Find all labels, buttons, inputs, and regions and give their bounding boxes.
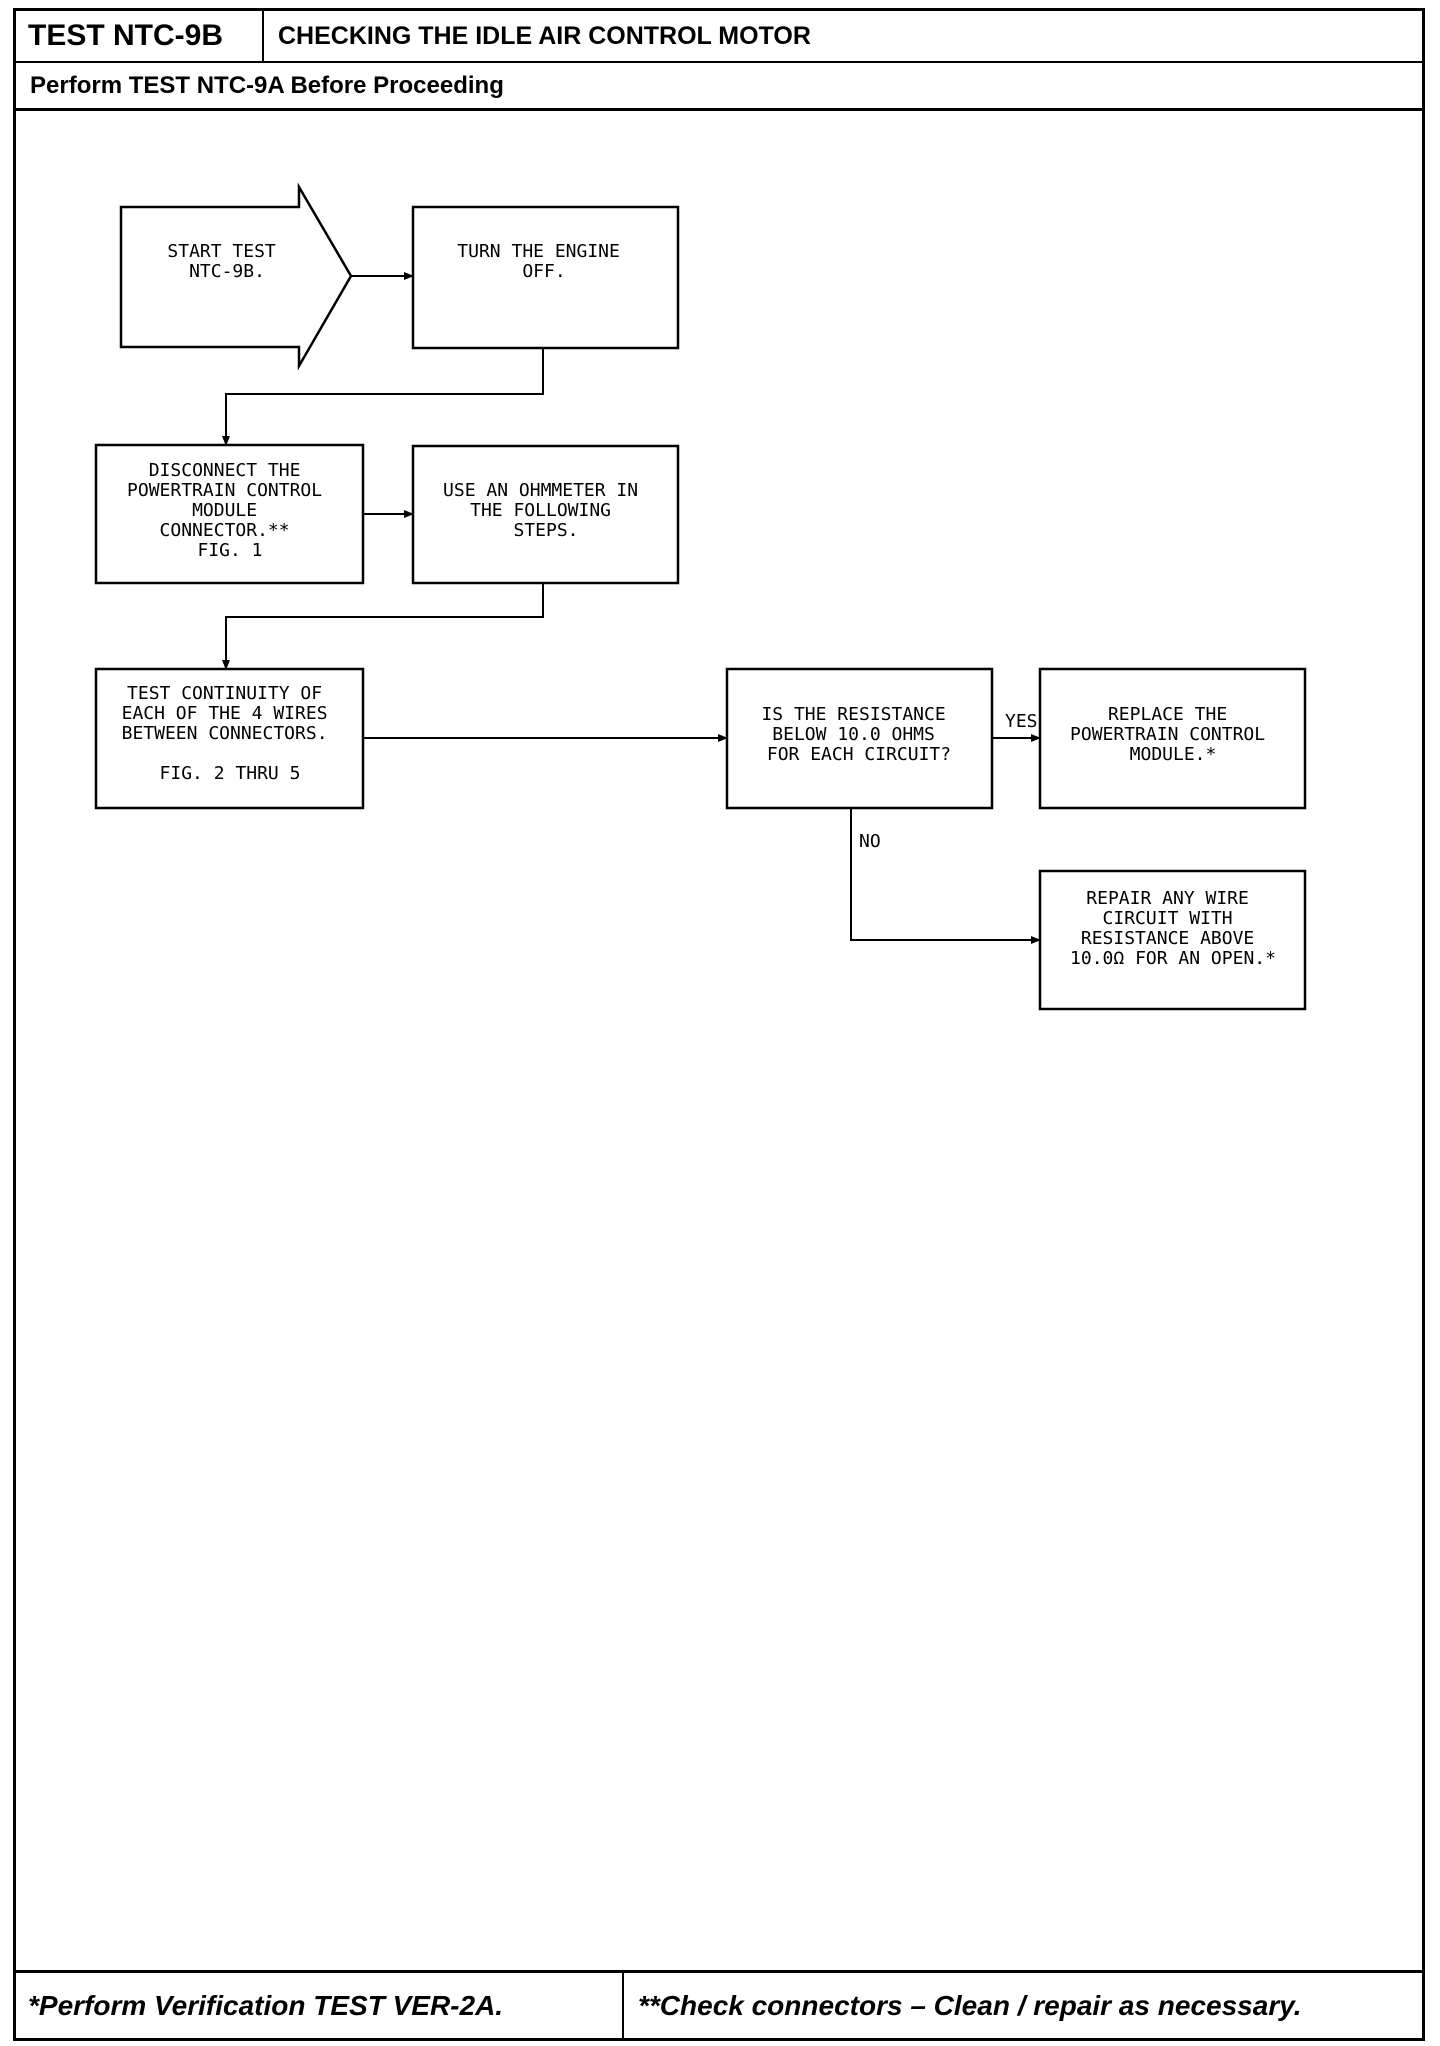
step-line: DISCONNECT THE	[149, 460, 301, 481]
footer-bar: *Perform Verification TEST VER-2A. **Che…	[16, 1970, 1422, 2038]
result-line: CIRCUIT WITH	[1103, 908, 1233, 929]
step-continuity-label: TEST CONTINUITY OF EACH OF THE 4 WIRES B…	[122, 683, 339, 784]
step-line: TURN THE ENGINE	[457, 241, 620, 262]
start-line: NTC-9B.	[189, 261, 265, 282]
step-line: CONNECTOR.**	[160, 520, 290, 541]
step-line: TEST CONTINUITY OF	[127, 683, 322, 704]
decision-line: FOR EACH CIRCUIT?	[767, 744, 951, 765]
step-ohmmeter-label: USE AN OHMMETER IN THE FOLLOWING STEPS.	[443, 480, 649, 541]
start-label: START TEST NTC-9B.	[167, 241, 286, 282]
step-engine-off-label: TURN THE ENGINE OFF.	[457, 241, 630, 282]
step-line: OFF.	[522, 261, 565, 282]
result-line: MODULE.*	[1130, 744, 1217, 765]
decision-line: IS THE RESISTANCE	[761, 704, 945, 725]
start-line: START TEST	[167, 241, 276, 262]
result-line: 10.0Ω FOR AN OPEN.*	[1070, 948, 1276, 969]
start-arrow-shape	[119, 182, 353, 371]
step-line: BETWEEN CONNECTORS.	[122, 723, 328, 744]
header-bar: TEST NTC-9B CHECKING THE IDLE AIR CONTRO…	[16, 11, 1422, 63]
footer-note-connectors: **Check connectors – Clean / repair as n…	[638, 1990, 1302, 2021]
step-disconnect-label: DISCONNECT THE POWERTRAIN CONTROL MODULE…	[127, 460, 333, 561]
connector-ohmmeter-to-continuity	[222, 583, 544, 670]
result-line: REPLACE THE	[1108, 704, 1227, 725]
test-id: TEST NTC-9B	[16, 11, 264, 61]
yes-label: YES	[1005, 711, 1038, 732]
result-line: RESISTANCE ABOVE	[1081, 928, 1254, 949]
step-line: FIG. 2 THRU 5	[160, 763, 301, 784]
step-line: MODULE	[192, 500, 257, 521]
step-line: STEPS.	[513, 520, 578, 541]
page-title: CHECKING THE IDLE AIR CONTROL MOTOR	[278, 22, 811, 50]
connector-no	[850, 808, 1041, 944]
step-line: EACH OF THE 4 WIRES	[122, 703, 328, 724]
no-result-label: REPAIR ANY WIRE CIRCUIT WITH RESISTANCE …	[1070, 888, 1276, 969]
flowchart: START TEST NTC-9B. TURN THE ENGINE OFF. …	[94, 182, 1307, 1011]
result-line: REPAIR ANY WIRE	[1086, 888, 1249, 909]
prerequisite-note: Perform TEST NTC-9A Before Proceeding	[16, 63, 1422, 111]
step-line: FIG. 1	[197, 540, 262, 561]
footer-note-verification: *Perform Verification TEST VER-2A.	[16, 1973, 624, 2038]
decision-label: IS THE RESISTANCE BELOW 10.0 OHMS FOR EA…	[761, 704, 956, 765]
step-line: POWERTRAIN CONTROL	[127, 480, 322, 501]
step-line: THE FOLLOWING	[470, 500, 611, 521]
result-line: POWERTRAIN CONTROL	[1070, 724, 1265, 745]
step-line: USE AN OHMMETER IN	[443, 480, 638, 501]
connector-engine-off-to-disconnect	[222, 348, 544, 446]
decision-line: BELOW 10.0 OHMS	[772, 724, 935, 745]
procedure-page: TEST NTC-9B CHECKING THE IDLE AIR CONTRO…	[13, 8, 1425, 2041]
no-label: NO	[859, 831, 881, 852]
yes-result-label: REPLACE THE POWERTRAIN CONTROL MODULE.*	[1070, 704, 1276, 765]
